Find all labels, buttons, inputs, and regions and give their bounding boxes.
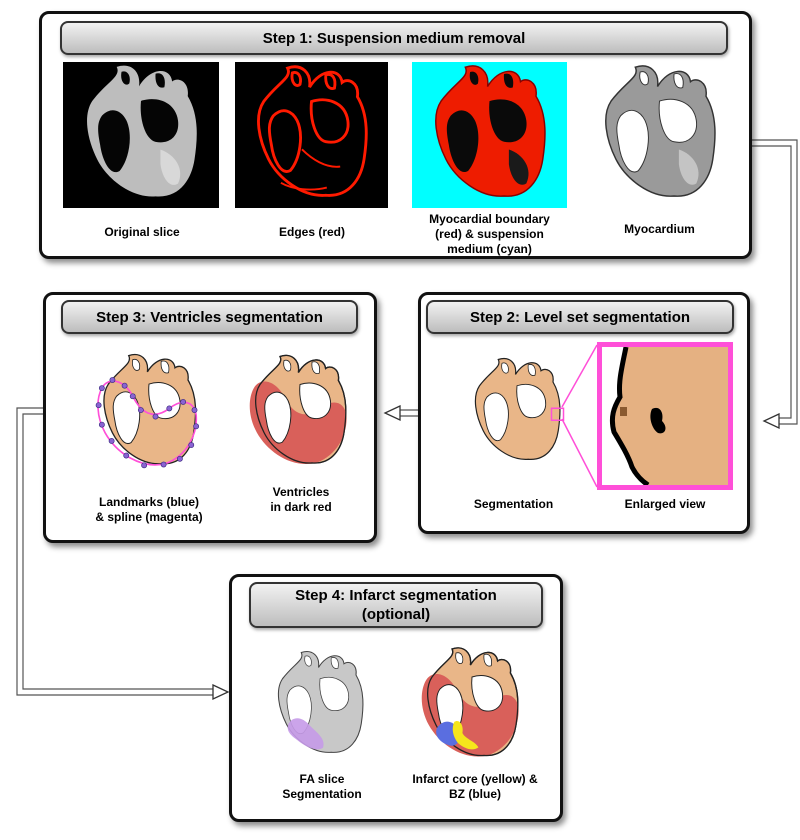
step4-panel: Step 4: Infarct segmentation (optional) …: [229, 574, 563, 822]
landmark-points: [84, 345, 214, 480]
fa-slice-image: [260, 639, 380, 771]
step3-panel: Step 3: Ventricles segmentation Landmark…: [43, 292, 377, 543]
step2-panel: Step 2: Level set segmentation Segmentat…: [418, 292, 750, 534]
step1-panel: Step 1: Suspension medium removal Origin…: [39, 11, 752, 259]
caption-fa-line1: FA slice: [252, 772, 392, 787]
caption-landmarks-line2: & spline (magenta): [74, 510, 224, 525]
ventricles-image: [236, 345, 364, 480]
caption-fa-line2: Segmentation: [252, 787, 392, 802]
caption-ventricles-line2: in dark red: [236, 500, 366, 515]
arrowhead-step2: [764, 414, 779, 428]
caption-infarct-line1: Infarct core (yellow) &: [400, 772, 550, 787]
step4-title: Step 4: Infarct segmentation (optional): [249, 582, 543, 628]
caption-original-slice: Original slice: [57, 225, 227, 240]
myocardium-image: [582, 62, 737, 208]
caption-landmarks-line1: Landmarks (blue): [74, 495, 224, 510]
caption-enlarged-view: Enlarged view: [597, 497, 733, 512]
caption-infarct-line2: BZ (blue): [400, 787, 550, 802]
arrow-step1-to-step2: [746, 140, 797, 424]
boundary-image: [412, 62, 567, 208]
step4-title-line1: Step 4: Infarct segmentation: [295, 586, 497, 605]
enlarged-view-image: [597, 342, 733, 490]
caption-ventricles-line1: Ventricles: [236, 485, 366, 500]
arrowhead-step4: [213, 685, 228, 699]
caption-boundary-line3: medium (cyan): [407, 242, 572, 257]
caption-myocardium: Myocardium: [582, 222, 737, 237]
step4-title-line2: (optional): [362, 605, 430, 624]
arrow-step2-to-step3: [400, 410, 418, 416]
caption-edges: Edges (red): [232, 225, 392, 240]
step1-title: Step 1: Suspension medium removal: [60, 21, 728, 55]
original-slice-image: [63, 62, 219, 208]
arrowhead-step3: [385, 406, 400, 420]
step3-title: Step 3: Ventricles segmentation: [61, 300, 358, 334]
caption-boundary-line2: (red) & suspension: [407, 227, 572, 242]
edges-image: [235, 62, 388, 208]
infarct-image: [408, 639, 536, 771]
caption-segmentation: Segmentation: [451, 497, 576, 512]
caption-boundary-line1: Myocardial boundary: [407, 212, 572, 227]
